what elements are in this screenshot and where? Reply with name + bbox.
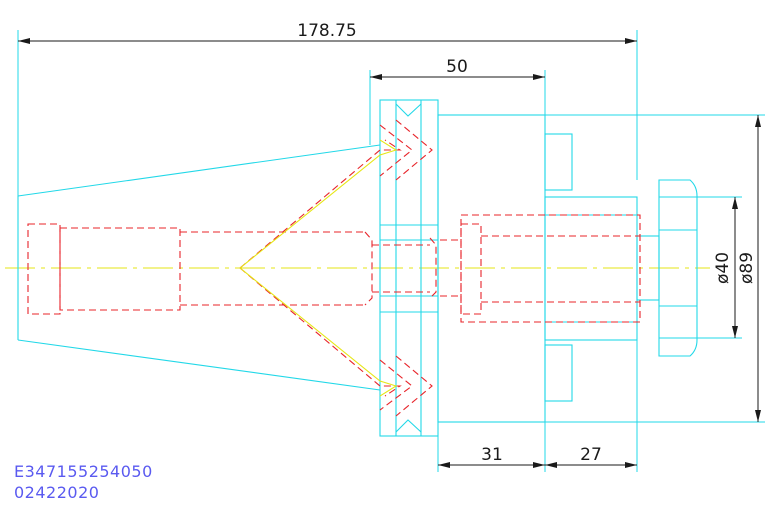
dimension-bottom: 31 27 bbox=[437, 340, 638, 472]
collet-length-label: 27 bbox=[580, 445, 602, 465]
taper-shank bbox=[17, 144, 381, 391]
body-length-label: 31 bbox=[481, 445, 503, 465]
part-code-line1: E347155254050 bbox=[14, 462, 153, 481]
bore-diameter-label: ø40 bbox=[713, 252, 733, 284]
dimension-flange-length: 50 bbox=[369, 57, 546, 145]
flange bbox=[379, 99, 439, 437]
overall-length-label: 178.75 bbox=[297, 21, 356, 41]
part-code-line2: 02422020 bbox=[14, 483, 99, 502]
hidden-lines bbox=[27, 119, 641, 417]
dimension-bore-diameter: ø40 bbox=[659, 196, 742, 339]
cone-lines bbox=[239, 139, 398, 397]
dimension-overall-length: 178.75 bbox=[17, 21, 638, 196]
part-code: E347155254050 02422020 bbox=[14, 462, 153, 502]
outer-diameter-label: ø89 bbox=[737, 252, 757, 284]
flange-length-label: 50 bbox=[446, 57, 468, 77]
dimension-outer-diameter: ø89 bbox=[545, 114, 765, 423]
